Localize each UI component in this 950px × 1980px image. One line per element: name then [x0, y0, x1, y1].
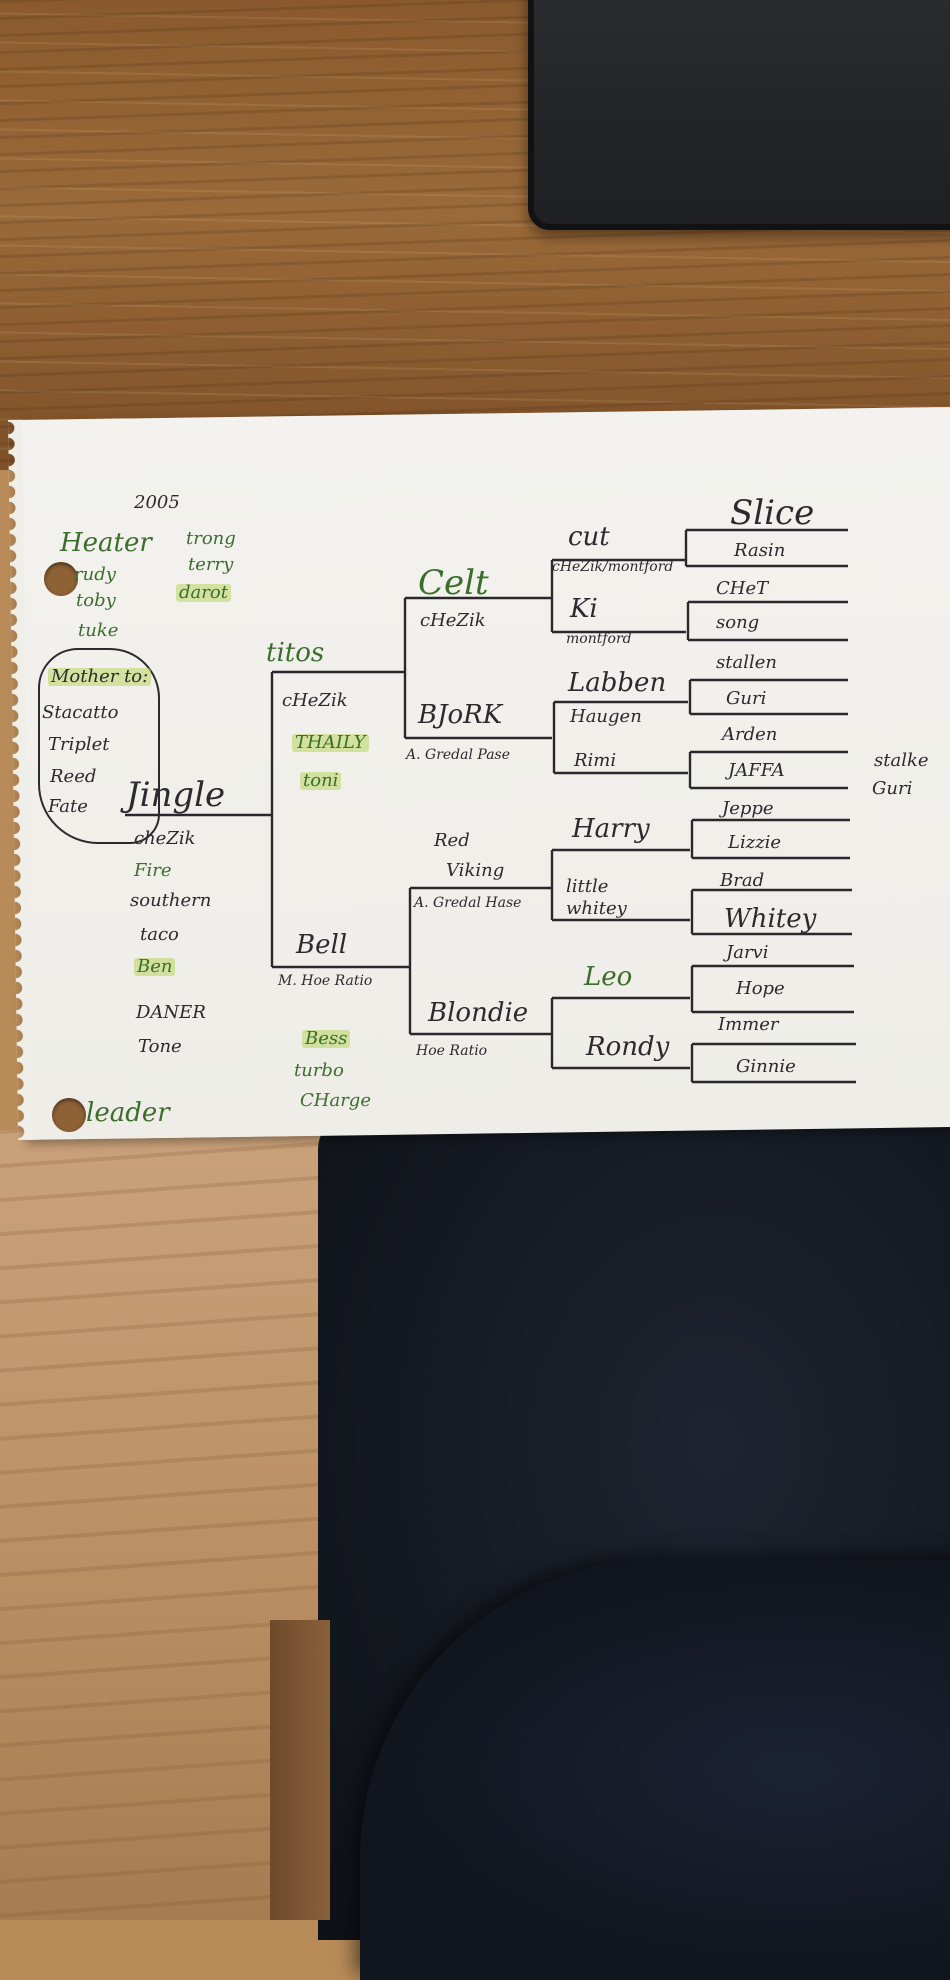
sibling-darot: darot — [176, 584, 231, 602]
ggdam-rimi: Rimi — [574, 750, 617, 771]
ggsire-leo: Leo — [584, 962, 633, 992]
dam-breeder: M. Hoe Ratio — [278, 973, 373, 989]
ggdam-ki-breeder: montford — [566, 631, 632, 647]
subject-name: Jingle — [126, 775, 226, 815]
gg-chet: CHeT — [716, 578, 769, 599]
gg-guri: Guri — [726, 688, 767, 709]
gg-immer: Immer — [718, 1014, 779, 1035]
gg-hope: Hope — [736, 978, 785, 999]
granddam-bjork: BJoRK — [418, 700, 503, 730]
granddam-blondie: Blondie — [428, 998, 529, 1028]
gg-arden: Arden — [722, 724, 778, 745]
offspring-reed: Reed — [50, 766, 97, 787]
sibling-toby: toby — [76, 590, 116, 611]
granddam-bjork-breeder: A. Gredal Pase — [406, 747, 511, 763]
gg-jaffa: JAFFA — [728, 760, 785, 781]
subject-note-fire: Fire — [134, 860, 172, 881]
mother-to-circle — [38, 648, 160, 844]
laptop-corner — [528, 0, 950, 230]
gg-slice: Slice — [730, 493, 815, 533]
sibling-rudy: rudy — [74, 564, 116, 585]
dam-note-charge: CHarge — [300, 1090, 371, 1111]
dam-note-turbo: turbo — [294, 1060, 344, 1081]
gg-jarvi: Jarvi — [726, 942, 769, 963]
ggsire-cut: cut — [568, 522, 610, 552]
sibling-tuke: tuke — [78, 620, 119, 641]
margin-note-guri: Guri — [872, 778, 913, 799]
sire-breeder: cHeZik — [282, 690, 348, 711]
ggdam-rondy: Rondy — [586, 1032, 670, 1062]
sire-note-toni: toni — [300, 772, 342, 790]
grandsire-red-breeder: A. Gredal Hase — [414, 895, 522, 911]
mother-to-title: Mother to: — [48, 668, 152, 686]
ggsire-labben: Labben — [568, 668, 667, 698]
gg-song: song — [716, 612, 760, 633]
ggdam-little: little — [566, 876, 609, 897]
gg-brad: Brad — [720, 870, 765, 891]
gg-ginnie: Ginnie — [736, 1056, 796, 1077]
margin-note-stalke: stalke — [874, 750, 929, 771]
ggdam-whitey: whitey — [566, 898, 627, 919]
subject-note-daner: DANER — [136, 1002, 206, 1023]
grandsire-celt: Celt — [418, 563, 489, 603]
subject-note-chezik: cheZik — [134, 828, 196, 849]
leader-note: leader — [86, 1098, 170, 1128]
binder-hole-bottom — [52, 1098, 86, 1132]
year-label: 2005 — [134, 492, 180, 513]
grandsire-viking: Viking — [446, 860, 505, 881]
granddam-blondie-breeder: Hoe Ratio — [416, 1043, 488, 1059]
dam-name: Bell — [296, 930, 348, 960]
grandsire-red: Red — [434, 830, 470, 851]
ggsire-labben-breeder: Haugen — [570, 706, 642, 727]
sire-note-thaily: THAILY — [292, 734, 369, 752]
ggsire-cut-breeder: cHeZik/montford — [552, 559, 674, 575]
subject-note-southern: southern — [130, 890, 212, 911]
ggsire-harry: Harry — [572, 814, 650, 844]
gg-rasin: Rasin — [734, 540, 786, 561]
sibling-heater: Heater — [60, 528, 152, 558]
subject-note-tone: Tone — [138, 1036, 182, 1057]
gg-lizzie: Lizzie — [728, 832, 782, 853]
sibling-trong: trong — [186, 528, 236, 549]
subject-note-ben: Ben — [134, 958, 176, 976]
offspring-fate: Fate — [48, 796, 88, 817]
offspring-triplet: Triplet — [48, 734, 110, 755]
binder-hole-top — [44, 562, 78, 596]
sibling-terry: terry — [188, 554, 234, 575]
subject-note-taco: taco — [140, 924, 179, 945]
sire-name: titos — [266, 638, 325, 668]
dam-note-bess: Bess — [302, 1030, 351, 1048]
ggdam-ki: Ki — [570, 594, 598, 624]
gg-whitey: Whitey — [724, 904, 817, 934]
gg-stallen: stallen — [716, 652, 777, 673]
gg-jeppe: Jeppe — [722, 798, 774, 819]
pedigree-bracket-lines — [125, 528, 856, 1084]
offspring-stacatto: Stacatto — [42, 702, 119, 723]
chair-leg — [270, 1620, 330, 1920]
grandsire-celt-breeder: cHeZik — [420, 610, 486, 631]
